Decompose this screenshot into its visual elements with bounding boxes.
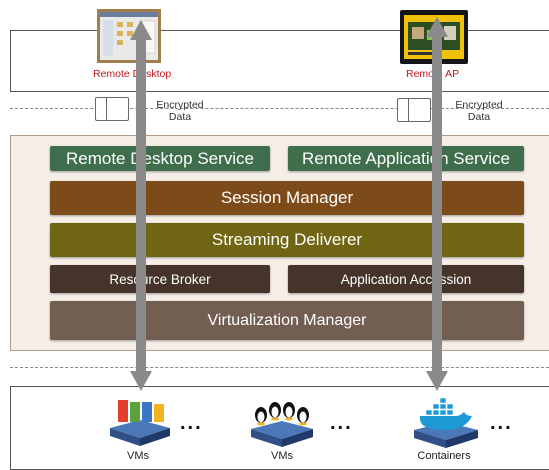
containers-label: Containers xyxy=(417,450,471,462)
ellipsis-3: ... xyxy=(490,412,513,434)
server-vm-windows-icon xyxy=(104,398,176,448)
server-vm-linux-icon xyxy=(245,397,319,449)
streaming-deliverer-block: Streaming Deliverer xyxy=(50,223,524,257)
left-arrow-shaft xyxy=(136,37,146,371)
encrypted-data-left-line2: Data xyxy=(168,111,192,123)
remote-desktop-label: Remote Desktop xyxy=(93,68,172,80)
resource-broker-block: Resource Broker xyxy=(50,265,270,293)
left-arrow-head-down xyxy=(130,371,152,391)
remote-desktop-service-block: Remote Desktop Service xyxy=(50,146,270,171)
encrypted-data-right-line1: Encrypted xyxy=(455,99,503,111)
vms-label-left: VMs xyxy=(127,450,149,462)
left-arrow-head-up xyxy=(130,20,152,40)
right-arrow-head-down xyxy=(426,371,448,391)
encrypted-data-right-icon xyxy=(397,98,431,122)
right-arrow-shaft xyxy=(432,34,442,371)
right-arrow-head-up xyxy=(426,17,448,37)
ellipsis-1: ... xyxy=(180,412,203,434)
network-boundary-bottom xyxy=(10,367,549,368)
encrypted-data-right-label: Encrypted Data xyxy=(448,99,510,123)
server-container-docker-icon xyxy=(408,396,484,450)
virtualization-manager-block: Virtualization Manager xyxy=(50,301,524,340)
encrypted-data-left-line1: Encrypted xyxy=(156,99,204,111)
remote-application-service-block: Remote Application Service xyxy=(288,146,524,171)
ellipsis-2: ... xyxy=(330,412,353,434)
encrypted-data-left-icon xyxy=(95,97,129,121)
encrypted-data-left-label: Encrypted Data xyxy=(150,99,210,123)
session-manager-block: Session Manager xyxy=(50,181,524,215)
encrypted-data-right-line2: Data xyxy=(467,111,491,123)
vms-label-middle: VMs xyxy=(271,450,293,462)
network-boundary-top xyxy=(10,108,549,109)
